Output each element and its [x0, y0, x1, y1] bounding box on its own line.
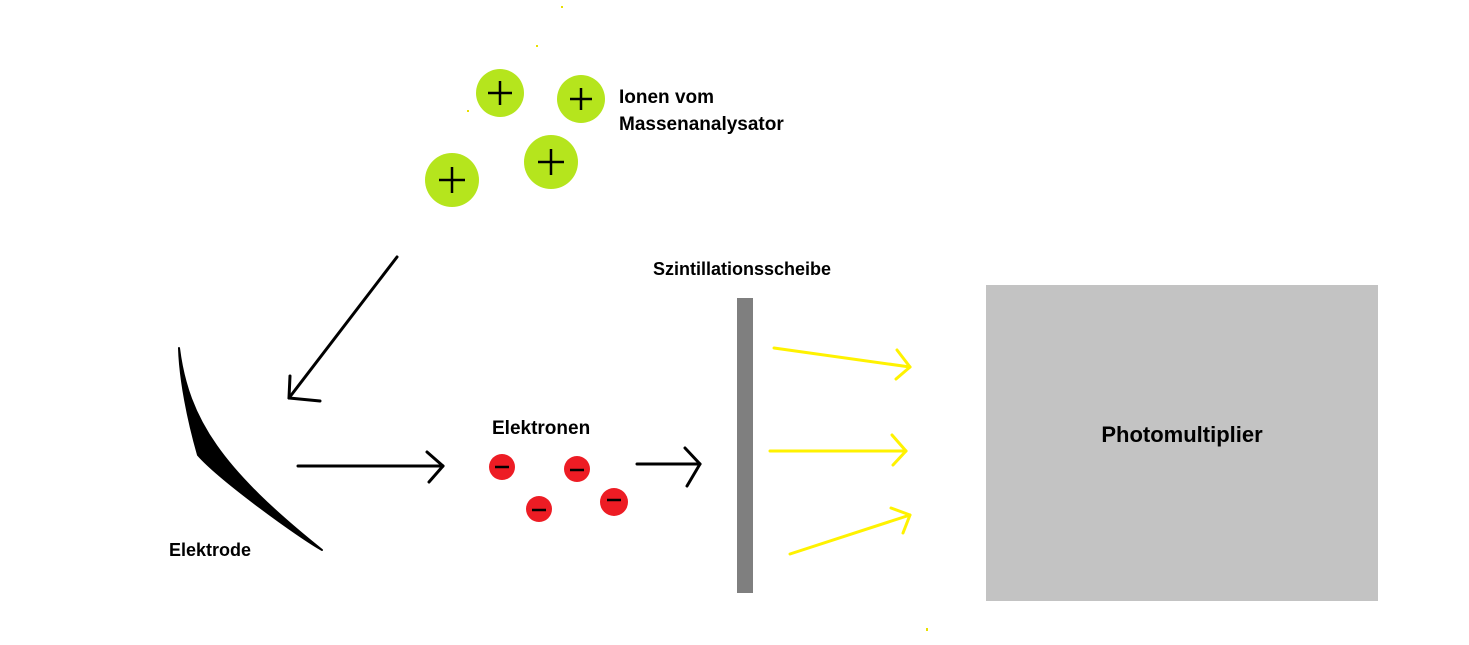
- electrode-label: Elektrode: [169, 540, 252, 560]
- light-rays: [768, 346, 912, 556]
- photomultiplier-box: Photomultiplier: [986, 285, 1378, 601]
- ions-label-line-2: Massenanalysator: [619, 114, 784, 135]
- ion-4: [425, 153, 479, 207]
- ions-label-line-1: Ionen vom: [619, 87, 715, 108]
- scintillation-screen: [737, 298, 753, 593]
- light-ray-3: [788, 506, 912, 556]
- light-ray-1: [772, 346, 912, 381]
- electron-4: [600, 488, 628, 516]
- light-ray-2: [768, 433, 908, 467]
- ion-trajectory-arrow: [287, 255, 399, 403]
- scintillation-screen-label: Szintillationsscheibe: [653, 259, 832, 279]
- electrons-to-screen-arrow: [635, 446, 702, 488]
- electron-3: [526, 496, 552, 522]
- stray-specks: [467, 6, 928, 631]
- electrode-shape: [178, 347, 323, 551]
- ion-2: [557, 75, 605, 123]
- electron-1: [489, 454, 515, 480]
- electrode-to-electrons-arrow: [296, 450, 445, 484]
- ion-3: [524, 135, 578, 189]
- ion-1: [476, 69, 524, 117]
- ions-label: Ionen vom Massenanalysator: [619, 84, 784, 138]
- photomultiplier-label: Photomultiplier: [1101, 422, 1263, 447]
- electrons-label: Elektronen: [492, 418, 591, 439]
- ion-group: [425, 69, 605, 207]
- electron-group: [489, 454, 628, 522]
- electron-2: [564, 456, 590, 482]
